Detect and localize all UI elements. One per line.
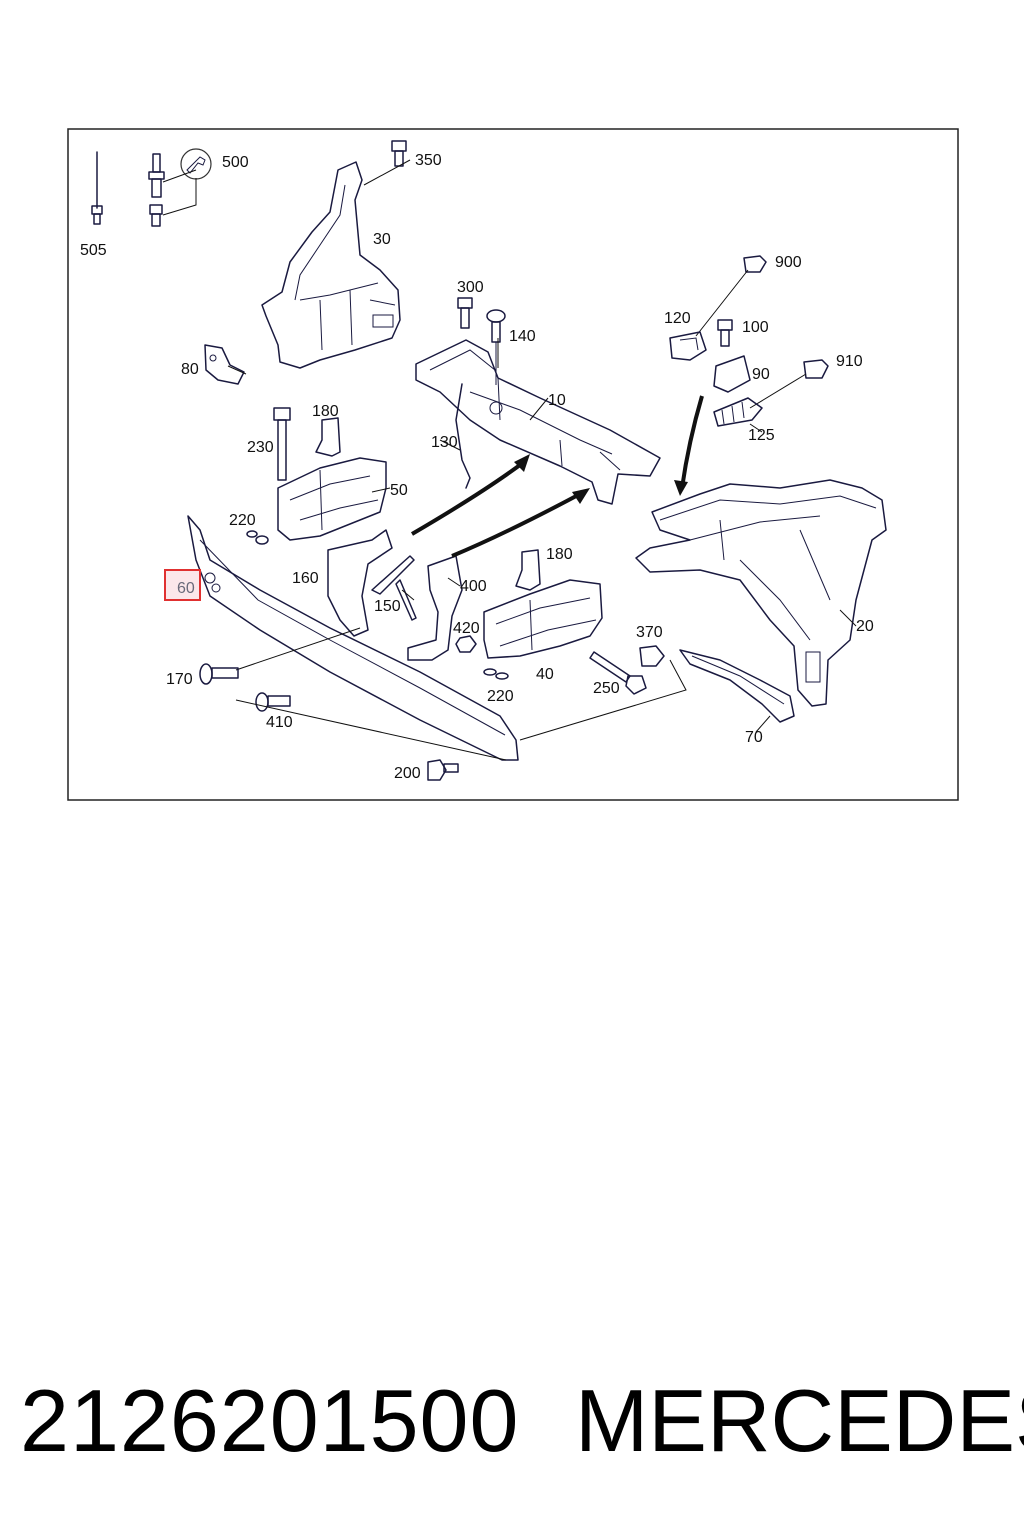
clip-900-icon: [743, 255, 767, 273]
callout-250: 250: [593, 680, 620, 697]
highlight-box-60: [164, 569, 201, 601]
callout-420: 420: [453, 620, 480, 637]
bolt-300-icon: [457, 297, 473, 329]
bolt-200-icon: [427, 759, 459, 781]
bolt-140-icon: [486, 309, 506, 385]
bolt-370-icon: [639, 645, 665, 667]
crossmember-10: [415, 339, 661, 505]
callout-70: 70: [745, 729, 763, 746]
callout-130: 130: [431, 434, 458, 451]
callout-40: 40: [536, 666, 554, 683]
callout-410: 410: [266, 714, 293, 731]
seal-125: [713, 397, 763, 427]
callout-220b: 220: [487, 688, 514, 705]
callout-505: 505: [80, 242, 107, 259]
callout-160: 160: [292, 570, 319, 587]
callout-50: 50: [390, 482, 408, 499]
callout-350: 350: [415, 152, 442, 169]
arrow-3: [680, 395, 704, 489]
diagram-frame: [67, 128, 959, 801]
bracket-80: [204, 344, 245, 385]
callout-370: 370: [636, 624, 663, 641]
callout-120: 120: [664, 310, 691, 327]
callout-100: 100: [742, 319, 769, 336]
callout-200: 200: [394, 765, 421, 782]
brand-name: MERCEDES: [575, 1371, 1024, 1470]
bracket-30: [261, 161, 401, 369]
callout-500: 500: [222, 154, 249, 171]
footer: 2126201500 MERCEDES: [0, 1366, 1024, 1476]
bolt-230-icon: [273, 407, 291, 481]
bolt-350-icon: [391, 140, 407, 167]
arrow-1: [410, 460, 526, 536]
callout-20: 20: [856, 618, 874, 635]
bracket-400: [407, 555, 463, 661]
callout-30: 30: [373, 231, 391, 248]
bolt-505-icon: [91, 151, 103, 225]
bracket-70: [679, 649, 795, 723]
bolt-100-icon: [717, 319, 733, 347]
bracket-50: [277, 457, 387, 541]
bracket-160: [327, 529, 393, 637]
rod-150: [371, 555, 417, 621]
callout-10: 10: [548, 392, 566, 409]
clip-90: [713, 355, 751, 393]
callout-90: 90: [752, 366, 770, 383]
arrow-2: [451, 492, 581, 558]
callout-400: 400: [460, 578, 487, 595]
callout-910: 910: [836, 353, 863, 370]
bolt-410-icon: [255, 692, 291, 712]
callout-140: 140: [509, 328, 536, 345]
callout-60: 60: [177, 580, 195, 597]
part-60: [204, 572, 221, 593]
parts-diagram: 505 500 350 30 80 300 140 900 120 100 91…: [67, 128, 959, 801]
bracket-180b: [515, 549, 541, 591]
washer-220b-icon: [483, 668, 509, 680]
part-number: 2126201500: [20, 1371, 520, 1470]
callout-180b: 180: [546, 546, 573, 563]
nut-420-icon: [455, 635, 477, 653]
bolt-250-icon: [589, 651, 647, 695]
clip-120: [669, 331, 707, 361]
callout-125: 125: [748, 427, 775, 444]
callout-300: 300: [457, 279, 484, 296]
bracket-180a: [315, 417, 341, 457]
callout-180a: 180: [312, 403, 339, 420]
callout-220a: 220: [229, 512, 256, 529]
clip-910-icon: [803, 359, 829, 379]
side-frame-20: [635, 479, 887, 707]
callout-150: 150: [374, 598, 401, 615]
bumper-bar-200: [187, 515, 519, 761]
bracket-40: [483, 579, 603, 659]
bolt-500-icon: [148, 148, 212, 227]
washer-220a-icon: [246, 530, 269, 545]
callout-170: 170: [166, 671, 193, 688]
callout-230: 230: [247, 439, 274, 456]
callout-900: 900: [775, 254, 802, 271]
callout-80: 80: [181, 361, 199, 378]
bolt-170-icon: [199, 663, 239, 685]
